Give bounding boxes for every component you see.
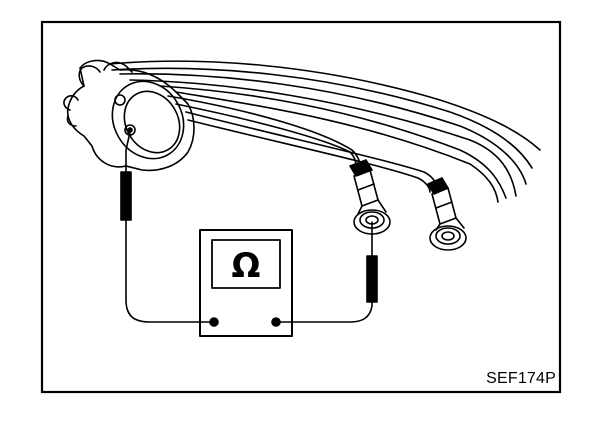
plug-wire-boot-1 [349, 159, 391, 235]
ohmmeter [199, 229, 293, 337]
figure-reference-code: SEF174P [486, 370, 556, 387]
probe-lead-right [275, 221, 378, 323]
ohmmeter-display [211, 239, 281, 289]
plug-wire-boot-2 [427, 177, 467, 251]
distributor-cap [63, 59, 195, 172]
ohm-symbol: Ω [232, 246, 261, 286]
figure-frame [40, 20, 562, 394]
meter-terminal-negative [209, 317, 219, 327]
spark-plug-wires [109, 60, 541, 203]
meter-terminal-positive [271, 317, 281, 327]
probe-lead-left [120, 131, 215, 323]
